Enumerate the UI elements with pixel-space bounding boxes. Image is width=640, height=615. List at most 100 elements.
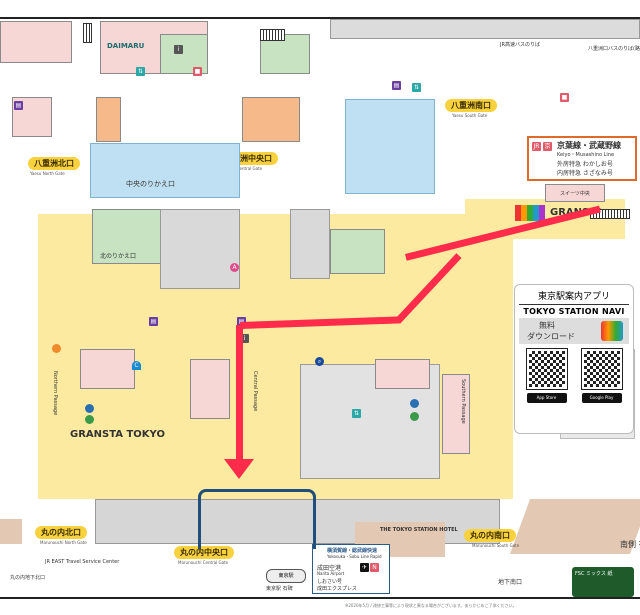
grey-block bbox=[160, 209, 240, 289]
gransta-logo-mark bbox=[515, 205, 545, 221]
exit-yaesu-south[interactable]: 八重洲南口 bbox=[445, 99, 497, 112]
google-play-button[interactable]: Google Play bbox=[581, 393, 622, 403]
hotel-label: THE TOKYO STATION HOTEL bbox=[380, 527, 458, 533]
gransta-tokyo-logo: GRANSTA TOKYO bbox=[70, 429, 165, 440]
route-arrow-icon bbox=[224, 459, 254, 479]
south-green-area bbox=[330, 229, 385, 274]
info-icon: i bbox=[240, 334, 249, 343]
dot-green-icon bbox=[85, 415, 94, 424]
jr-badge: JR bbox=[532, 142, 541, 151]
dot-blue-icon bbox=[85, 404, 94, 413]
south-side-label: 南側 有楽町方面 bbox=[620, 540, 640, 549]
elevator-icon: ⇅ bbox=[412, 83, 421, 92]
shop-block bbox=[242, 97, 300, 142]
exit-yaesu-north-en: Yaesu North Gate bbox=[30, 171, 65, 176]
shop-icon: ■ bbox=[193, 67, 202, 76]
narita-title-en: Yokosuka・Sobu Line Rapid bbox=[327, 554, 382, 559]
grey-block bbox=[290, 209, 330, 279]
stairs-icon bbox=[260, 29, 285, 41]
qr-row bbox=[519, 348, 629, 390]
info-icon: i bbox=[174, 45, 183, 54]
central-transfer-label: 中央のりかえ口 bbox=[126, 180, 175, 188]
app-store-button[interactable]: App Store bbox=[526, 393, 567, 403]
shop-block bbox=[190, 359, 230, 419]
stairs-icon bbox=[83, 23, 92, 43]
marunouchi-underground-label: 丸の内地下北口 bbox=[10, 575, 46, 581]
dot-green-icon bbox=[410, 412, 419, 421]
narita-title: 横須賀線・総武線快速 bbox=[327, 548, 378, 554]
bus-area bbox=[330, 19, 640, 39]
yaesu-bus-label: 八重洲口バスのりば(路線バス) bbox=[588, 46, 640, 52]
download-label: ダウンロード bbox=[527, 332, 575, 341]
exit-yaesu-south-en: Yaesu South Gate bbox=[452, 113, 488, 118]
info-block: i bbox=[160, 34, 208, 74]
exit-marunouchi-north[interactable]: 丸の内北口 bbox=[35, 526, 87, 539]
shop-block bbox=[442, 374, 470, 454]
store-row: App Store Google Play bbox=[519, 393, 629, 403]
nex-icon: N bbox=[370, 563, 379, 572]
narita-line3: 成田エクスプレス bbox=[317, 586, 357, 592]
north-passage-label: Northern Passage bbox=[52, 371, 58, 416]
north-transfer-label: 北のりかえ口 bbox=[100, 253, 137, 260]
elevator-icon: ⇅ bbox=[352, 409, 361, 418]
dot-orange-icon bbox=[52, 344, 61, 353]
locker-icon: ▤ bbox=[392, 81, 401, 90]
narita-airport: 成田空港 bbox=[317, 565, 342, 572]
locker-icon: ▤ bbox=[14, 101, 23, 110]
free-label: 無料 bbox=[539, 321, 555, 330]
exit-marunouchi-central[interactable]: 丸の内中央口 bbox=[174, 546, 234, 559]
a-marker-icon: A bbox=[230, 263, 239, 272]
keiyo-line2: 外房特急 わかしお号 bbox=[557, 161, 613, 168]
exit-yaesu-central-en: Yaesu Central Gate bbox=[224, 166, 263, 171]
bus-terminal-label: JR高速バスのりば bbox=[500, 42, 540, 48]
underground-south-label: 地下南口 bbox=[498, 579, 523, 586]
sweets-block: スイーツ中央 bbox=[545, 184, 605, 202]
narita-line2: しおさい号 bbox=[317, 579, 343, 585]
narita-airport-en: Narita Airport bbox=[317, 571, 345, 576]
shop-icon: ■ bbox=[560, 93, 569, 102]
fsc-badge: FSC ミックス 紙 bbox=[572, 567, 634, 597]
exit-marunouchi-south[interactable]: 丸の内南口 bbox=[464, 529, 516, 542]
shop-block bbox=[0, 21, 72, 63]
exit-marunouchi-central-en: Marunouchi Central Gate bbox=[178, 560, 229, 565]
app-title-en: TOKYO STATION NAVI bbox=[523, 307, 625, 316]
keiyo-line-box[interactable]: JR 京 京葉線・武蔵野線 Keiyo・Musashino Line 外房特急 … bbox=[527, 136, 637, 181]
jr-east-travel-label: JR EAST Travel Service Center bbox=[45, 559, 120, 565]
c-marker-icon: C bbox=[132, 361, 141, 370]
central-passage-label: Central Passage bbox=[252, 371, 258, 412]
qr-code-ios[interactable] bbox=[525, 348, 568, 390]
shop-block bbox=[375, 359, 430, 389]
shop-block bbox=[96, 97, 121, 142]
app-download-band: 無料 ダウンロード bbox=[519, 318, 629, 344]
stone-label: 東京駅 石碑 bbox=[266, 586, 293, 592]
elevator-icon: ⇅ bbox=[136, 67, 145, 76]
shinkansen-central-area bbox=[90, 143, 240, 198]
exit-marunouchi-north-en: Marunouchi North Gate bbox=[40, 540, 87, 545]
map-pin-icon[interactable]: ⌕ bbox=[315, 357, 324, 366]
footnote: ※2020年5月 / 改修工事等により現状と異なる場合がございます。あらかじめご… bbox=[345, 603, 517, 608]
underground-route-line bbox=[198, 489, 316, 549]
south-passage-label: Southern Passage bbox=[460, 379, 466, 424]
narita-box[interactable]: 横須賀線・総武線快速 Yokosuka・Sobu Line Rapid 成田空港… bbox=[312, 544, 390, 594]
app-icon bbox=[601, 321, 623, 341]
locker-icon: ▤ bbox=[149, 317, 158, 326]
shop-block bbox=[80, 349, 135, 389]
exit-yaesu-north[interactable]: 八重洲北口 bbox=[28, 157, 80, 170]
station-map: DAIMARU i JR高速バスのりば 八重洲口バスのりば(路線バス) 八重洲北… bbox=[0, 17, 640, 599]
dot-blue-icon bbox=[410, 399, 419, 408]
keiyo-badge: 京 bbox=[543, 142, 552, 151]
keiyo-line3: 内房特急 さざなみ号 bbox=[557, 170, 613, 177]
route-segment bbox=[236, 325, 243, 465]
airplane-icon: ✈ bbox=[360, 563, 369, 572]
west-block bbox=[0, 519, 22, 544]
app-promo-panel[interactable]: 東京駅案内アプリ TOKYO STATION NAVI 無料 ダウンロード Ap… bbox=[514, 284, 634, 434]
keiyo-title: 京葉線・武蔵野線 bbox=[557, 141, 621, 150]
tokyo-station-sign: 東京駅 bbox=[266, 569, 306, 583]
qr-code-android[interactable] bbox=[580, 348, 623, 390]
exit-marunouchi-south-en: Marunouchi South Gate bbox=[472, 543, 520, 548]
app-title-ja: 東京駅案内アプリ bbox=[519, 289, 629, 305]
sweets-label: スイーツ中央 bbox=[560, 191, 590, 197]
daimaru-label: DAIMARU bbox=[107, 42, 145, 50]
shinkansen-south-area bbox=[345, 99, 435, 194]
keiyo-title-en: Keiyo・Musashino Line bbox=[557, 152, 615, 158]
